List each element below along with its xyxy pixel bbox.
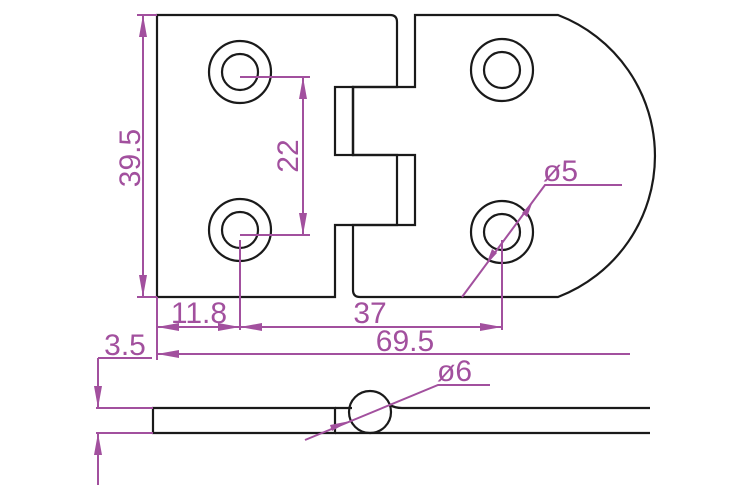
dimension-total-length: 69.5 <box>157 325 630 358</box>
label-thickness: 3.5 <box>104 329 146 362</box>
hinge-side-view <box>151 389 650 435</box>
dimension-height: 39.5 <box>114 14 157 298</box>
label-hole-diameter: ø5 <box>543 155 578 188</box>
label-hole-spacing-vertical: 22 <box>272 139 305 172</box>
label-height: 39.5 <box>114 129 147 187</box>
mounting-hole <box>469 37 535 103</box>
right-leaf <box>351 13 657 299</box>
dimension-horizontal: 11.8 37 <box>156 240 503 360</box>
mounting-hole <box>207 39 273 105</box>
label-hole-spacing-horizontal: 37 <box>353 297 386 330</box>
hinge-top-view <box>155 13 657 299</box>
label-edge-to-hole: 11.8 <box>171 297 227 330</box>
label-total-length: 69.5 <box>376 325 434 358</box>
dimension-thickness: 3.5 <box>94 329 153 485</box>
label-knuckle-diameter: ø6 <box>437 355 472 388</box>
dimension-hole-diameter: ø5 <box>461 155 622 298</box>
dimension-knuckle-diameter: ø6 <box>304 355 490 441</box>
dimension-hole-spacing-vertical: 22 <box>240 76 310 236</box>
knuckle-segment <box>333 85 355 157</box>
